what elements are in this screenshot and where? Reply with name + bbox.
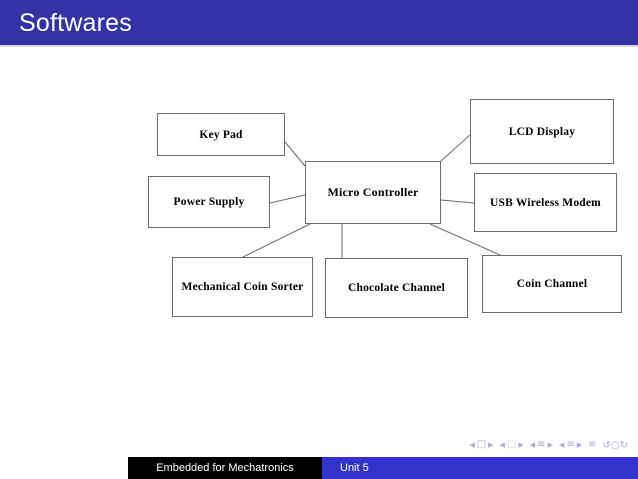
next-frame-icon[interactable]: ▶ (518, 440, 524, 449)
block-micro-controller-label: Micro Controller (327, 185, 419, 199)
connector-micro-controller-usb-wireless-modem (440, 199, 475, 204)
beamer-navigation-symbols[interactable]: ◀ □ ▶ ◀ ⬚ ▶ ◀ ≡ ▶ ◀ ≡ ▶ ≡ ↺○↻ (469, 437, 628, 453)
block-lcd-display[interactable]: LCD Display (470, 99, 614, 164)
slide-header-bar (0, 0, 638, 45)
page-title: Softwares (19, 9, 132, 37)
nav-group-document[interactable]: ≡ (588, 440, 596, 450)
block-usb-wireless-modem-label: USB Wireless Modem (490, 196, 601, 209)
block-diagram: Key Pad Power Supply Micro Controller LC… (0, 45, 638, 435)
back-forward-circles-icon[interactable]: ↺○↻ (602, 439, 628, 451)
block-lcd-display-label: LCD Display (508, 125, 576, 138)
connector-micro-controller-coin-channel (429, 223, 501, 256)
prev-frame-icon[interactable]: ◀ (499, 440, 505, 449)
document-lines-icon[interactable]: ≡ (588, 439, 597, 450)
connector-micro-controller-lcd-display (440, 134, 471, 162)
block-key-pad-label: Key Pad (199, 128, 243, 141)
connector-micro-controller-key-pad (284, 141, 306, 167)
block-coin-channel[interactable]: Coin Channel (482, 255, 622, 313)
subsection-lines-icon[interactable]: ≡ (537, 439, 546, 450)
block-chocolate-channel[interactable]: Chocolate Channel (325, 258, 468, 318)
nav-group-section[interactable]: ◀ ≡ ▶ (559, 440, 582, 450)
next-slide-icon[interactable]: ▶ (488, 440, 494, 449)
prev-section-icon[interactable]: ◀ (558, 440, 565, 449)
block-mechanical-coin-sorter[interactable]: Mechanical Coin Sorter (172, 257, 313, 317)
nav-group-subsection[interactable]: ◀ ≡ ▶ (530, 440, 553, 450)
frame-square-icon[interactable]: ⬚ (506, 439, 517, 450)
nav-group-slide[interactable]: ◀ □ ▶ (469, 440, 493, 450)
footer-unit-label: Unit 5 (340, 462, 369, 474)
nav-group-frame[interactable]: ◀ ⬚ ▶ (500, 440, 524, 450)
block-micro-controller[interactable]: Micro Controller (305, 161, 441, 224)
block-usb-wireless-modem[interactable]: USB Wireless Modem (474, 173, 617, 232)
next-section-icon[interactable]: ▶ (576, 440, 583, 449)
footer-unit-section: Unit 5 (322, 457, 638, 479)
block-chocolate-channel-label: Chocolate Channel (347, 282, 445, 294)
next-subsection-icon[interactable]: ▶ (547, 440, 553, 449)
block-mechanical-coin-sorter-label: Mechanical Coin Sorter (181, 281, 304, 293)
footer-course-section: Embedded for Mechatronics (128, 457, 322, 479)
connector-micro-controller-power-supply (269, 194, 306, 204)
section-lines-icon[interactable]: ≡ (566, 439, 575, 450)
prev-slide-icon[interactable]: ◀ (469, 440, 475, 449)
block-coin-channel-label: Coin Channel (516, 278, 588, 290)
slide-footer: Embedded for Mechatronics Unit 5 (128, 457, 638, 479)
block-key-pad[interactable]: Key Pad (157, 113, 285, 156)
block-power-supply[interactable]: Power Supply (148, 176, 270, 228)
block-power-supply-label: Power Supply (173, 196, 245, 208)
footer-course-label: Embedded for Mechatronics (156, 462, 294, 474)
connector-micro-controller-mechanical-coin-sorter (242, 223, 311, 258)
prev-subsection-icon[interactable]: ◀ (529, 440, 536, 449)
slide-square-icon[interactable]: □ (476, 439, 487, 450)
diagram-connectors (242, 134, 501, 258)
header-underline (0, 45, 638, 47)
